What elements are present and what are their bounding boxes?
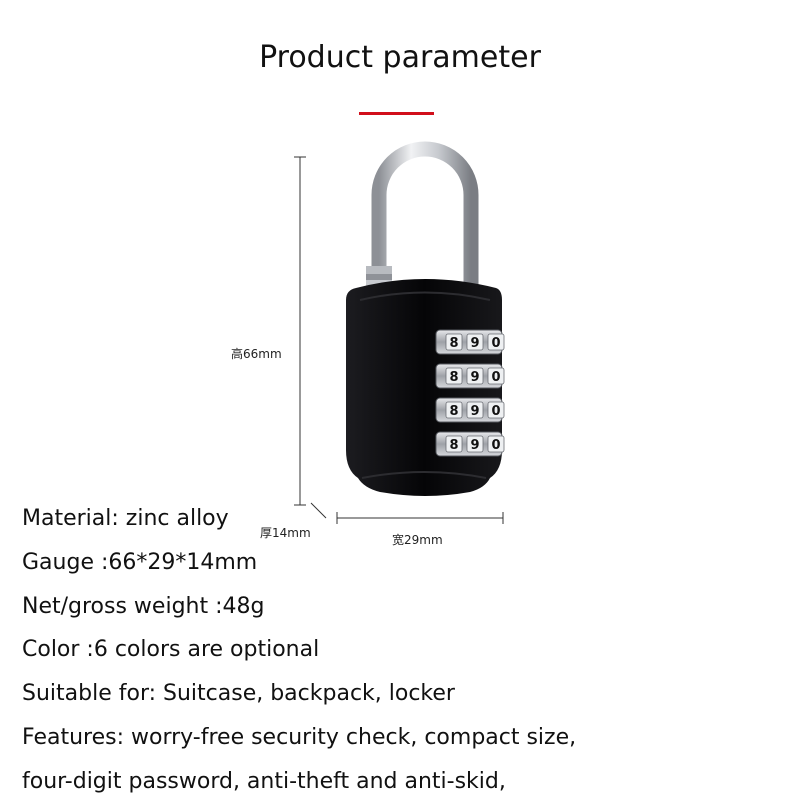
dial-digit-face [487,333,505,351]
page-title: Product parameter [259,40,541,75]
shackle [366,141,479,300]
dial-digit-face [445,401,463,419]
dial-digit: 9 [470,404,479,419]
width-label: 宽29mm [392,533,443,547]
spec-color: Color :6 colors are optional [22,637,320,663]
dial-digit: 8 [449,370,458,385]
dial-digit-face [487,401,505,419]
dial-digit-face [445,367,463,385]
spec-features-line-1: Features: worry-free security check, com… [22,724,577,750]
spec-features-line-2: four-digit password, anti-theft and anti… [22,768,506,794]
spec-gauge: Gauge :66*29*14mm [22,549,258,575]
thickness-dimension-line [310,502,327,519]
dial-digit: 9 [470,336,479,351]
width-dimension-line [336,512,504,524]
dial-digit-face [487,435,505,453]
dial-digit-face [466,333,484,351]
dial-digit: 0 [491,336,500,351]
dial-digit: 0 [491,370,500,385]
thickness-label: 厚14mm [260,526,311,540]
title-underline [359,112,434,115]
dial-digit: 9 [470,370,479,385]
spec-material: Material: zinc alloy [22,506,229,531]
dial-digit: 8 [449,336,458,351]
dial-digit-face [466,367,484,385]
spec-list: Material: zinc alloy Gauge :66*29*14mm N… [22,497,576,804]
dial-digit-face [445,435,463,453]
dial-digit: 8 [449,404,458,419]
height-dimension-line [294,156,306,506]
spec-suitable-for: Suitable for: Suitcase, backpack, locker [22,681,455,707]
dial-digit-face [466,435,484,453]
dial-digit: 9 [470,438,479,453]
dial-digit: 8 [449,438,458,453]
dial-digit-face [466,401,484,419]
dial-digit-face [487,367,505,385]
spec-weight: Net/gross weight :48g [22,593,265,619]
dial-digit-face [445,333,463,351]
dial-digit: 0 [491,404,500,419]
height-label: 高66mm [231,347,282,361]
dial-digit: 0 [491,438,500,453]
